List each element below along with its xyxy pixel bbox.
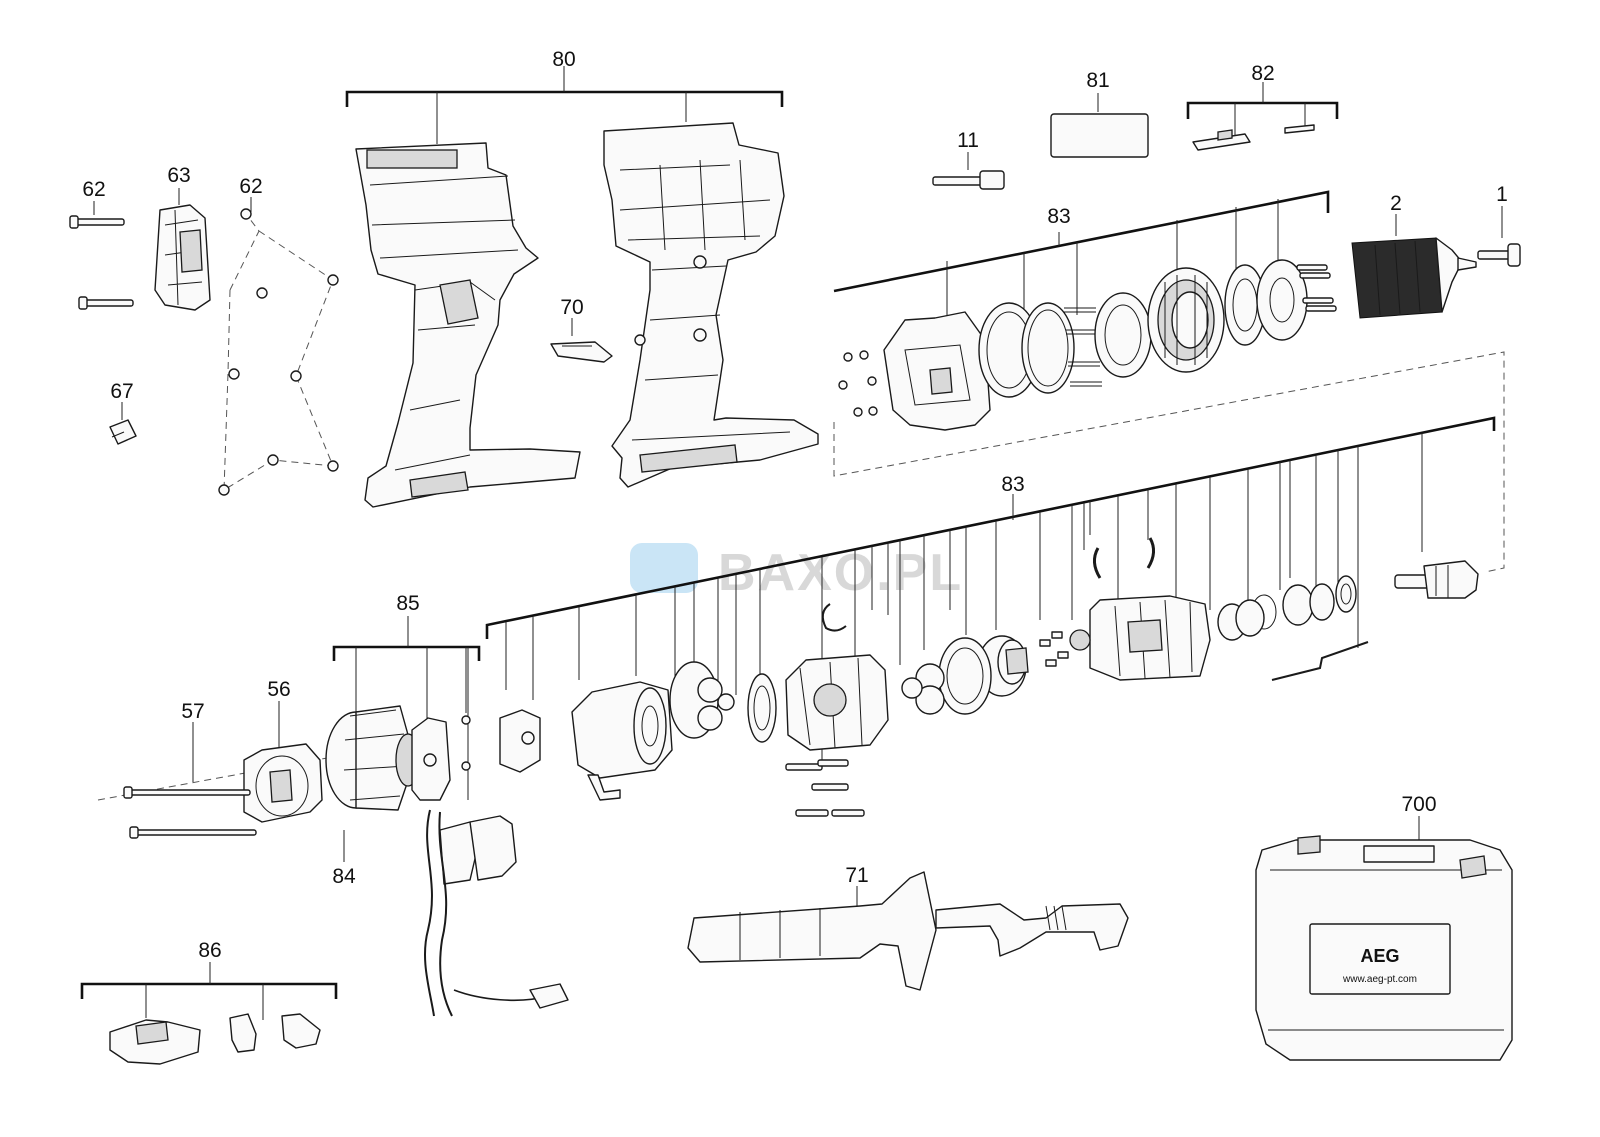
c-clips-83 bbox=[1093, 537, 1155, 579]
keyless-chuck-2 bbox=[1351, 237, 1477, 319]
bearing-83 bbox=[1335, 575, 1357, 613]
label-2: 2 bbox=[1390, 192, 1402, 215]
balls-83 bbox=[838, 350, 878, 417]
clamp-63 bbox=[154, 204, 211, 311]
label-57: 57 bbox=[181, 700, 204, 723]
clutch-springs-83 bbox=[1064, 307, 1102, 387]
spindle-83 bbox=[1394, 560, 1479, 599]
planet-carrier-83 bbox=[747, 673, 777, 743]
terminal-block-86 bbox=[109, 1019, 201, 1065]
lever-83 bbox=[821, 603, 1369, 681]
bracket-86 bbox=[80, 962, 338, 1020]
motor-83 bbox=[571, 681, 673, 801]
clutch-housing-83 bbox=[883, 311, 991, 431]
screws-57 bbox=[123, 786, 257, 839]
ring-83 bbox=[938, 637, 992, 715]
screws-85 bbox=[461, 715, 471, 771]
motor-plate-83 bbox=[499, 709, 541, 773]
label-84: 84 bbox=[332, 865, 356, 888]
chuck-screw-1 bbox=[1477, 243, 1521, 267]
label-11: 11 bbox=[957, 129, 979, 152]
clutch-cap-83 bbox=[1094, 292, 1152, 378]
screw-62-lower bbox=[78, 296, 134, 310]
clutch-rings-83 bbox=[978, 302, 1075, 398]
contacts-86 bbox=[229, 1013, 321, 1053]
carry-case-700: AEG www.aeg-pt.com bbox=[1255, 835, 1513, 1061]
end-cap-56 bbox=[243, 743, 323, 823]
label-63: 63 bbox=[167, 164, 190, 187]
label-62-right: 62 bbox=[239, 175, 262, 198]
case-logo: AEG bbox=[1360, 946, 1399, 966]
small-screws-83 bbox=[1296, 264, 1337, 312]
circuit-board-85 bbox=[411, 717, 451, 801]
spring-clips-83 bbox=[1251, 583, 1335, 630]
label-83-top: 83 bbox=[1047, 205, 1070, 228]
label-85: 85 bbox=[396, 592, 419, 615]
gearbox-housing-83 bbox=[785, 654, 889, 751]
pin-11 bbox=[932, 170, 1005, 190]
setting-ring-83 bbox=[1147, 267, 1225, 373]
label-83-mid: 83 bbox=[1001, 473, 1024, 496]
side-handle-71 bbox=[687, 871, 1129, 991]
switch-parts-82 bbox=[1192, 124, 1315, 151]
part-labels: 80 81 82 11 1 2 83 62 63 62 70 67 83 85 … bbox=[82, 48, 1508, 962]
label-82: 82 bbox=[1251, 62, 1274, 85]
label-80: 80 bbox=[552, 48, 575, 71]
front-plate-83 bbox=[1256, 259, 1308, 341]
pins-83 bbox=[1039, 631, 1069, 667]
clip-67 bbox=[109, 419, 137, 445]
gear-housing-83 bbox=[1069, 595, 1211, 681]
gear-stage-83 bbox=[669, 661, 735, 739]
label-62-left: 62 bbox=[82, 178, 105, 201]
o-rings-83 bbox=[1217, 599, 1265, 641]
label-1: 1 bbox=[1496, 183, 1508, 206]
bracket-82 bbox=[1186, 82, 1339, 136]
switch-wiring-84 bbox=[424, 809, 569, 1017]
case-url: www.aeg-pt.com bbox=[1342, 974, 1417, 985]
bracket-80 bbox=[345, 66, 784, 144]
label-56: 56 bbox=[267, 678, 290, 701]
label-71: 71 bbox=[845, 864, 868, 887]
screws-83-bottom bbox=[785, 759, 865, 817]
label-700: 700 bbox=[1401, 793, 1436, 816]
housing-half-right-80 bbox=[603, 122, 819, 488]
label-67: 67 bbox=[110, 380, 133, 403]
screw-62-upper bbox=[69, 215, 125, 229]
label-81: 81 bbox=[1086, 69, 1109, 92]
stator-85 bbox=[325, 705, 421, 811]
screws-62-set bbox=[218, 208, 339, 496]
label-plate-81 bbox=[1050, 113, 1149, 158]
watermark: BAXO.PL bbox=[630, 543, 961, 602]
latch-70 bbox=[550, 341, 613, 363]
label-70: 70 bbox=[560, 296, 583, 319]
label-86: 86 bbox=[198, 939, 221, 962]
planet-gears-83 bbox=[901, 663, 945, 715]
housing-half-left-80 bbox=[355, 142, 581, 508]
